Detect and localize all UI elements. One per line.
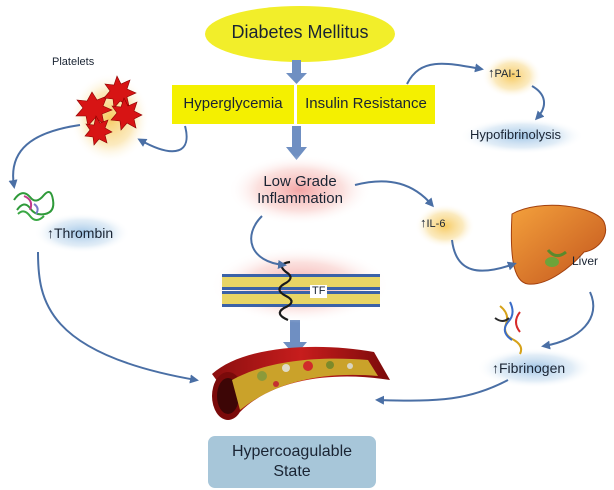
il6-text: IL-6 (426, 218, 446, 230)
arrow-fibrinogen-to-vessel (375, 379, 509, 405)
low-grade-inflammation-label: Low Grade Inflammation (240, 173, 360, 208)
blood-vessel-image (212, 346, 390, 420)
arrow-pai1-to-hypofibrinolysis (531, 85, 545, 121)
hypofibrinolysis-label: Hypofibrinolysis (470, 127, 562, 142)
il6-glow (415, 204, 475, 248)
hyperglycemia-label: Hyperglycemia (183, 95, 283, 112)
liver-image (510, 204, 606, 285)
il6-label: ↑IL-6 (420, 215, 446, 231)
fibrinogen-up-arrow-icon: ↑ (492, 360, 499, 376)
liver-label: Liver (572, 254, 599, 268)
arrow-il6-to-liver (451, 239, 517, 272)
thrombin-glow (34, 213, 130, 253)
thrombin-up-arrow-icon: ↑ (47, 225, 54, 241)
thrombin-text: Thrombin (54, 225, 114, 241)
hypercoagulable-state-line-2: State (273, 463, 311, 480)
tf-membrane-image (222, 260, 380, 322)
il6-up-arrow-icon: ↑ (420, 215, 427, 230)
fibrinogen-glow (477, 348, 593, 388)
fibrinogen-molecule-image (494, 301, 523, 355)
arrow-inflammation-to-tf (250, 215, 287, 269)
thrombin-molecule-image (13, 190, 55, 221)
low-grade-inflammation-glow (228, 155, 372, 225)
arrow-hyperglycemia-to-platelets (137, 125, 188, 153)
platelets-image (75, 75, 143, 146)
arrow-liver-to-fibrinogen (541, 291, 595, 350)
flow-arrow-boxes-to-inflammation (286, 126, 307, 160)
hyperglycemia-box (172, 85, 294, 124)
low-grade-inflammation-line-2: Inflammation (257, 190, 343, 208)
pai1-label: ↑PAI-1 (488, 65, 522, 81)
hypofibrinolysis-glow (460, 118, 584, 154)
hypercoagulable-state-box (208, 436, 376, 488)
insulin-resistance-label: Insulin Resistance (305, 95, 427, 112)
hypercoagulable-state-label: Hypercoagulable State (208, 442, 376, 482)
diabetes-mellitus-title: Diabetes Mellitus (231, 22, 369, 42)
arrow-inflammation-to-il6 (354, 180, 434, 208)
pai1-glow (482, 54, 542, 98)
tf-label: TF (310, 285, 328, 298)
insulin-resistance-box (297, 85, 435, 124)
arrow-platelets-to-thrombin (8, 124, 81, 189)
pai1-up-arrow-icon: ↑ (488, 65, 495, 80)
hypercoagulable-state-line-1: Hypercoagulable (231, 443, 353, 460)
flow-arrow-title-to-boxes (286, 60, 307, 84)
title-ellipse (205, 6, 395, 62)
thrombin-label: ↑Thrombin (47, 225, 113, 241)
arrow-thrombin-to-vessel (37, 251, 199, 384)
fibrinogen-label: ↑Fibrinogen (492, 360, 565, 376)
pai1-text: PAI-1 (494, 68, 522, 80)
low-grade-inflammation-line-1: Low Grade (263, 173, 337, 190)
fibrinogen-text: Fibrinogen (499, 360, 566, 376)
platelets-label: Platelets (52, 56, 95, 68)
arrow-insulin-resistance-to-pai1 (406, 62, 484, 85)
